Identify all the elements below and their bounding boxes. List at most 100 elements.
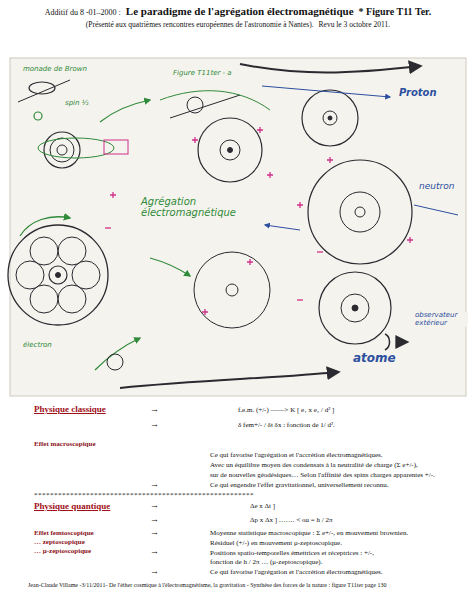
flow-arrows-part (120, 372, 338, 388)
proton-rings-part (57, 145, 67, 155)
section-heading: Physique quantique (34, 502, 110, 511)
body-text: δ fem+/- / δt δx : fonction de 1/ d². (238, 422, 335, 429)
electron-cluster-part (49, 266, 67, 284)
charge-marks-part (297, 202, 303, 208)
arrow-symbol: → (150, 480, 159, 489)
middle-atom (150, 118, 300, 328)
electron-cluster-part (16, 261, 44, 289)
electron-cluster-part (20, 217, 70, 236)
sketch-label: atome (352, 352, 397, 365)
charge-marks (105, 127, 413, 315)
header-subrow: (Présenté aux quatrièmes rencontres euro… (0, 20, 476, 29)
body-text: Ce qui engendre l'effet gravitationnel, … (210, 482, 388, 489)
charge-marks-part (297, 299, 303, 300)
atom-sketch-part (396, 336, 408, 348)
figure-sketch-part (170, 95, 240, 118)
separator: ****************************************… (34, 492, 254, 499)
header-note: Additif du 8 -01–2000 : (45, 8, 121, 17)
charge-marks-part (407, 237, 413, 243)
body-text: Ce qui favorise l'agrégation et l'accrét… (210, 452, 383, 459)
middle-atom-part (198, 118, 262, 182)
charge-marks-part (267, 172, 273, 178)
arrow-symbol: → (150, 567, 159, 576)
neutron-atom (308, 160, 458, 264)
figure-sketch-part (187, 97, 203, 113)
body-text: sur de nouvelles géodésiques… Selon l'af… (210, 472, 435, 479)
header-row: Le paradigme de l'agrégation électromagn… (0, 5, 476, 17)
body-text: f.e.m. (+/-) ——> K [ e₁ x e₂ / d² ] (238, 407, 334, 414)
charge-marks-part (257, 127, 263, 133)
proton-atom-part (328, 116, 332, 120)
header-subtitle: Revu le 3 octobre 2011. (319, 20, 391, 29)
proton-atom-part (262, 86, 390, 97)
neutron-atom-part (414, 205, 458, 215)
electron-cluster-part (30, 237, 58, 265)
atom-sketch-part (319, 272, 391, 344)
figure-sketch-part (160, 91, 270, 110)
sketch-label: Agrégation électromagnétique (140, 196, 237, 218)
drawing-frame-part (10, 58, 466, 396)
sketch-label: spin ½ (64, 100, 89, 107)
electron-cluster-part (56, 273, 61, 278)
sketch-label: Figure T11ter - a (172, 70, 233, 77)
effect-heading: Effet femtoscopique (34, 530, 94, 537)
monad-sketch (18, 80, 150, 122)
monad-sketch-part (100, 100, 150, 122)
proton-rings-part (104, 140, 128, 154)
electron-cluster (8, 217, 140, 370)
middle-atom-part (265, 225, 300, 230)
atom-sketch-part (352, 305, 358, 311)
neutron-atom-part (340, 192, 380, 232)
middle-atom-part (150, 258, 190, 276)
electron-cluster-part (95, 338, 140, 370)
sketch-label: électron (22, 342, 53, 349)
arrow-symbol: → (150, 420, 159, 429)
body-text: Moyenne statistique macroscopique : Σ e+… (210, 530, 408, 537)
electron-cluster-part (107, 354, 123, 370)
sketch-label: neutron (418, 182, 455, 191)
electron-cluster-part (58, 237, 86, 265)
proton-atom (262, 86, 390, 146)
arrow-symbol: → (150, 515, 159, 524)
sketch-label: Proton (398, 88, 438, 99)
neutron-atom-part (355, 207, 365, 217)
page-title: Le paradigme de l'agrégation électromagn… (126, 5, 354, 17)
arrow-symbol: → (150, 501, 159, 510)
footer-text: Jean-Claude Villame -3/11/2011- De l'éth… (28, 582, 386, 588)
body-text: Positions spatio-temporelles émettrices … (210, 550, 374, 557)
sketch-label: monade de Brown (22, 66, 88, 73)
electron-cluster-part (72, 261, 100, 289)
middle-atom-part (226, 284, 238, 296)
middle-atom-part (220, 140, 240, 160)
body-text: Résiduel (+/-) en mouvement μ-zeptoscopi… (210, 540, 342, 547)
effect-heading: Effet macroscopique (34, 441, 96, 448)
charge-marks-part (327, 157, 333, 163)
body-text: Ce qui favorise l'agrégation et l'accrét… (210, 569, 383, 576)
flow-arrows (120, 64, 420, 388)
monad-sketch-part (34, 112, 42, 120)
proton-rings (38, 132, 128, 168)
effect-heading: … μ-zeptoscopique (34, 548, 91, 555)
atom-sketch-part (385, 334, 390, 350)
charge-marks-part (247, 259, 253, 265)
electron-cluster-part (30, 285, 58, 313)
middle-atom-part (228, 148, 233, 153)
proton-atom-part (323, 111, 337, 125)
charge-marks-part (317, 251, 323, 252)
arrow-symbol: → (150, 528, 159, 537)
section-heading: Physique classique (34, 405, 106, 414)
charge-marks-part (202, 309, 208, 315)
figure-number: * Figure T11 Ter. (359, 6, 432, 17)
header-subtitle: (Présenté aux quatrièmes rencontres euro… (86, 20, 314, 29)
atom-sketch (319, 272, 408, 350)
body-text: Δp x Δx ] ……. < ou = h / 2π (250, 517, 332, 524)
effect-heading: … zeptoscopique (34, 539, 85, 546)
electron-cluster-part (8, 225, 108, 325)
charge-marks-part (110, 192, 116, 198)
charge-marks-part (192, 137, 198, 143)
drawing-frame (10, 58, 466, 396)
atom-sketch-part (341, 294, 369, 322)
body-text: Δe x Δt ] (250, 503, 275, 510)
body-text: fonction de h / 2π … (μ-zeptoscopique). (210, 559, 322, 566)
